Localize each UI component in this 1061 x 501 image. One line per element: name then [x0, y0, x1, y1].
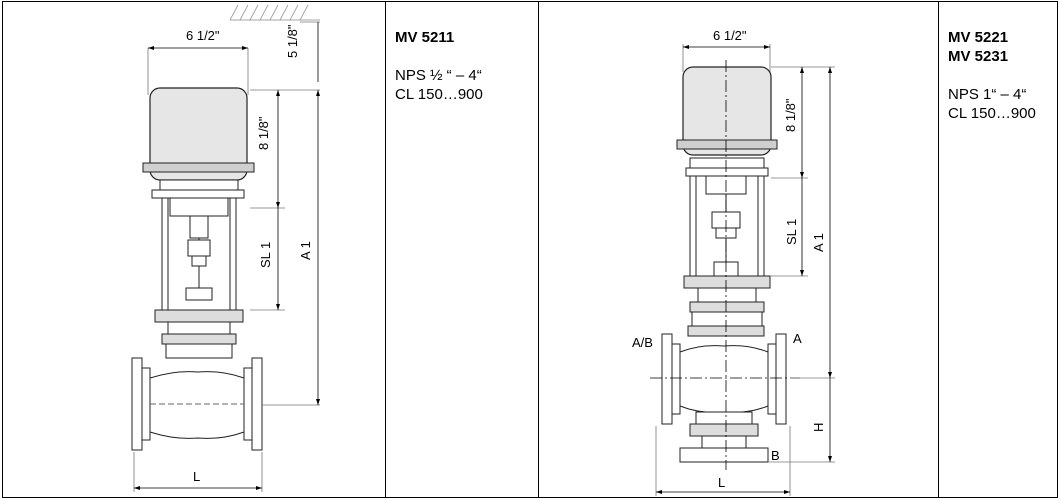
right-valve-body — [661, 333, 787, 463]
port-b-label: B — [771, 448, 780, 463]
right-yoke — [683, 175, 771, 337]
right-actuator-height-label: 8 1/8" — [783, 98, 798, 132]
left-spec-block: MV 5211 NPS ½ “ – 4“ CL 150…900 — [395, 28, 483, 104]
left-valve-body — [131, 357, 263, 451]
left-nps-range: NPS ½ “ – 4“ — [395, 67, 482, 84]
right-width-label: 6 1/2" — [713, 28, 747, 43]
left-yoke — [154, 197, 244, 359]
right-height-label: H — [811, 423, 826, 432]
right-actuator — [682, 66, 772, 156]
left-model-name: MV 5211 — [395, 29, 455, 46]
left-actuator-height-label: 8 1/8" — [256, 116, 271, 150]
right-pressure-class: CL 150…900 — [948, 105, 1036, 122]
left-length-label: L — [193, 469, 200, 484]
right-overall-height-label: A 1 — [811, 233, 826, 252]
left-width-label: 6 1/2" — [186, 28, 220, 43]
port-a-label: A — [793, 331, 802, 346]
right-model-name-1: MV 5221 — [948, 29, 1009, 46]
right-valve-drawing: 6 1/2" — [632, 28, 835, 496]
column-divider-1 — [385, 1, 386, 498]
right-nps-range: NPS 1“ – 4“ — [948, 86, 1027, 103]
left-stroke-label: SL 1 — [258, 242, 273, 268]
right-spec-block: MV 5221 MV 5231 NPS 1“ – 4“ CL 150…900 — [948, 28, 1036, 123]
column-divider-3 — [938, 1, 939, 498]
left-pressure-class: CL 150…900 — [395, 86, 483, 103]
port-ab-label: A/B — [632, 335, 653, 350]
left-overall-height-label: A 1 — [298, 241, 313, 260]
ceiling-hatch — [229, 4, 320, 21]
column-divider-2 — [538, 1, 539, 498]
left-valve-drawing: 6 1/2" — [131, 4, 320, 492]
left-clearance-label: 5 1/8" — [285, 24, 300, 58]
right-stroke-label: SL 1 — [784, 219, 799, 245]
right-length-label: L — [718, 475, 725, 490]
right-model-name-2: MV 5231 — [948, 48, 1009, 65]
